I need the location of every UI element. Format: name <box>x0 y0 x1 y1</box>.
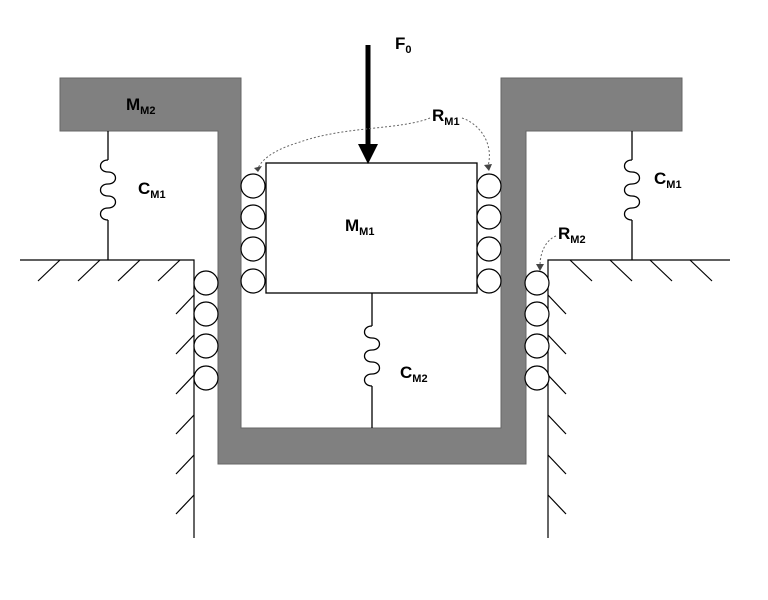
label-f0: F0 <box>395 34 412 56</box>
outer-mass-mm2 <box>59 77 683 465</box>
roller-leader-rm2 <box>539 235 557 267</box>
spring-right-cm1 <box>623 131 641 260</box>
rollers-outer-left <box>193 270 219 391</box>
roller-leader-rm1 <box>257 117 490 169</box>
rollers-outer-right <box>524 270 550 391</box>
spring-bottom-cm2 <box>363 293 381 428</box>
force-arrow <box>358 45 378 164</box>
label-cm2: CM2 <box>400 363 428 385</box>
label-rm2: RM2 <box>558 224 586 246</box>
leader-arrowhead <box>536 264 544 271</box>
leader-arrowhead <box>254 166 262 172</box>
spring-left-cm1 <box>99 131 117 260</box>
rollers-inner-left <box>240 173 266 294</box>
label-cm1-right: CM1 <box>654 169 682 191</box>
ground-left <box>20 259 195 538</box>
rollers-inner-right <box>476 173 502 294</box>
ground-right <box>547 259 730 538</box>
leader-arrowhead <box>484 164 492 171</box>
label-mm1: MM1 <box>345 216 374 238</box>
label-rm1: RM1 <box>432 106 460 128</box>
label-mm2: MM2 <box>126 95 155 117</box>
label-cm1-left: CM1 <box>138 179 166 201</box>
inner-mass-mm1 <box>265 162 478 294</box>
